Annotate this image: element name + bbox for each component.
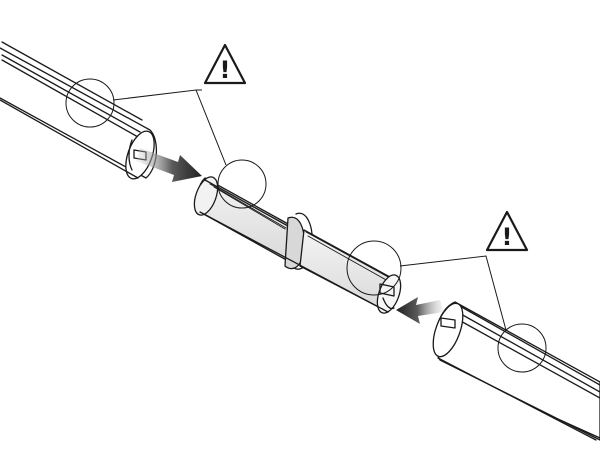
insert-arrow-right [396, 297, 444, 324]
warning-symbol: ! [502, 223, 513, 251]
right-tube [432, 301, 600, 441]
warning-symbol: ! [220, 56, 231, 84]
detail-callouts [65, 78, 547, 373]
warning-triangle-icon: ! [485, 210, 529, 252]
left-tube [0, 41, 157, 180]
insert-arrow-left [136, 148, 202, 182]
warning-triangle-icon: ! [203, 43, 247, 85]
